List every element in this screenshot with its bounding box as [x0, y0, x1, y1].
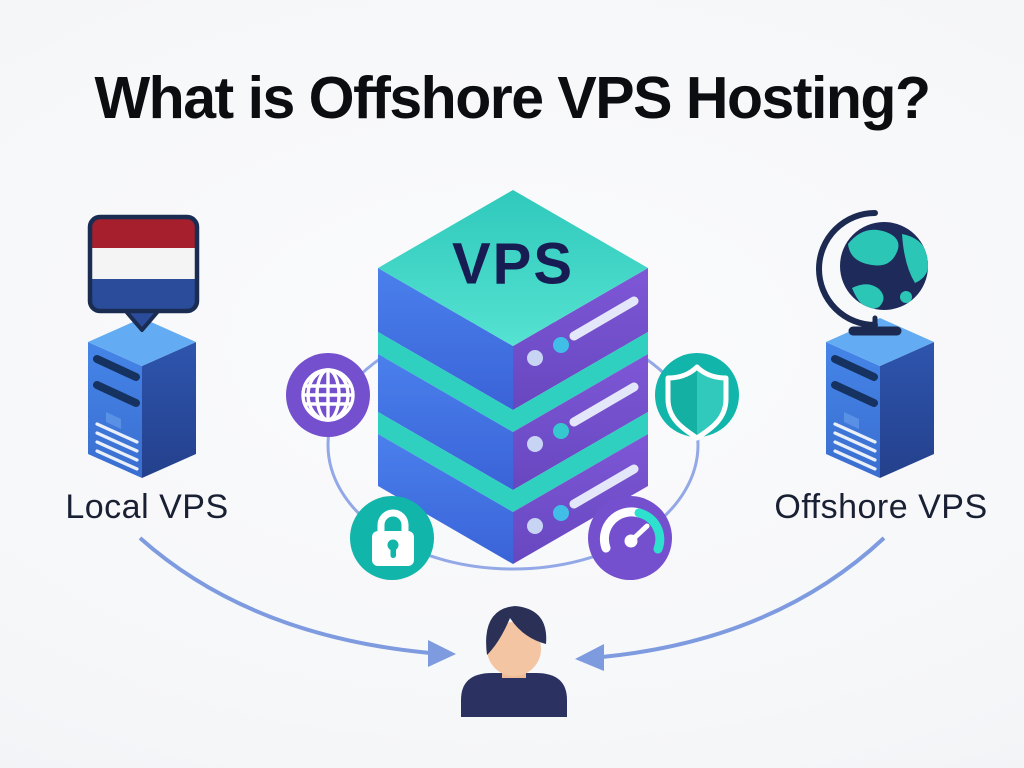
page-title: What is Offshore VPS Hosting?: [94, 65, 932, 131]
right-arrow: [575, 536, 886, 671]
vps-stack-label: VPS: [451, 231, 575, 297]
desk-globe-icon: [816, 210, 928, 336]
netherlands-flag-icon: [87, 214, 200, 332]
speedometer-icon: [588, 496, 672, 580]
stack-top-face: [378, 190, 648, 346]
left-arrow: [138, 536, 456, 667]
vps-server-stack: [378, 190, 648, 564]
shield-icon: [655, 353, 739, 441]
globe-network-icon: [286, 353, 370, 437]
panel-indicator-dots: [527, 337, 569, 534]
local-server-tower: [88, 318, 196, 478]
offshore-server-tower: [826, 318, 934, 478]
panel-slash-lines: [569, 296, 639, 509]
person-avatar: [461, 606, 567, 717]
padlock-icon: [350, 496, 434, 580]
local-vps-label: Local VPS: [65, 488, 229, 526]
globe-continents: [848, 229, 928, 309]
offshore-vps-label: Offshore VPS: [774, 488, 988, 526]
